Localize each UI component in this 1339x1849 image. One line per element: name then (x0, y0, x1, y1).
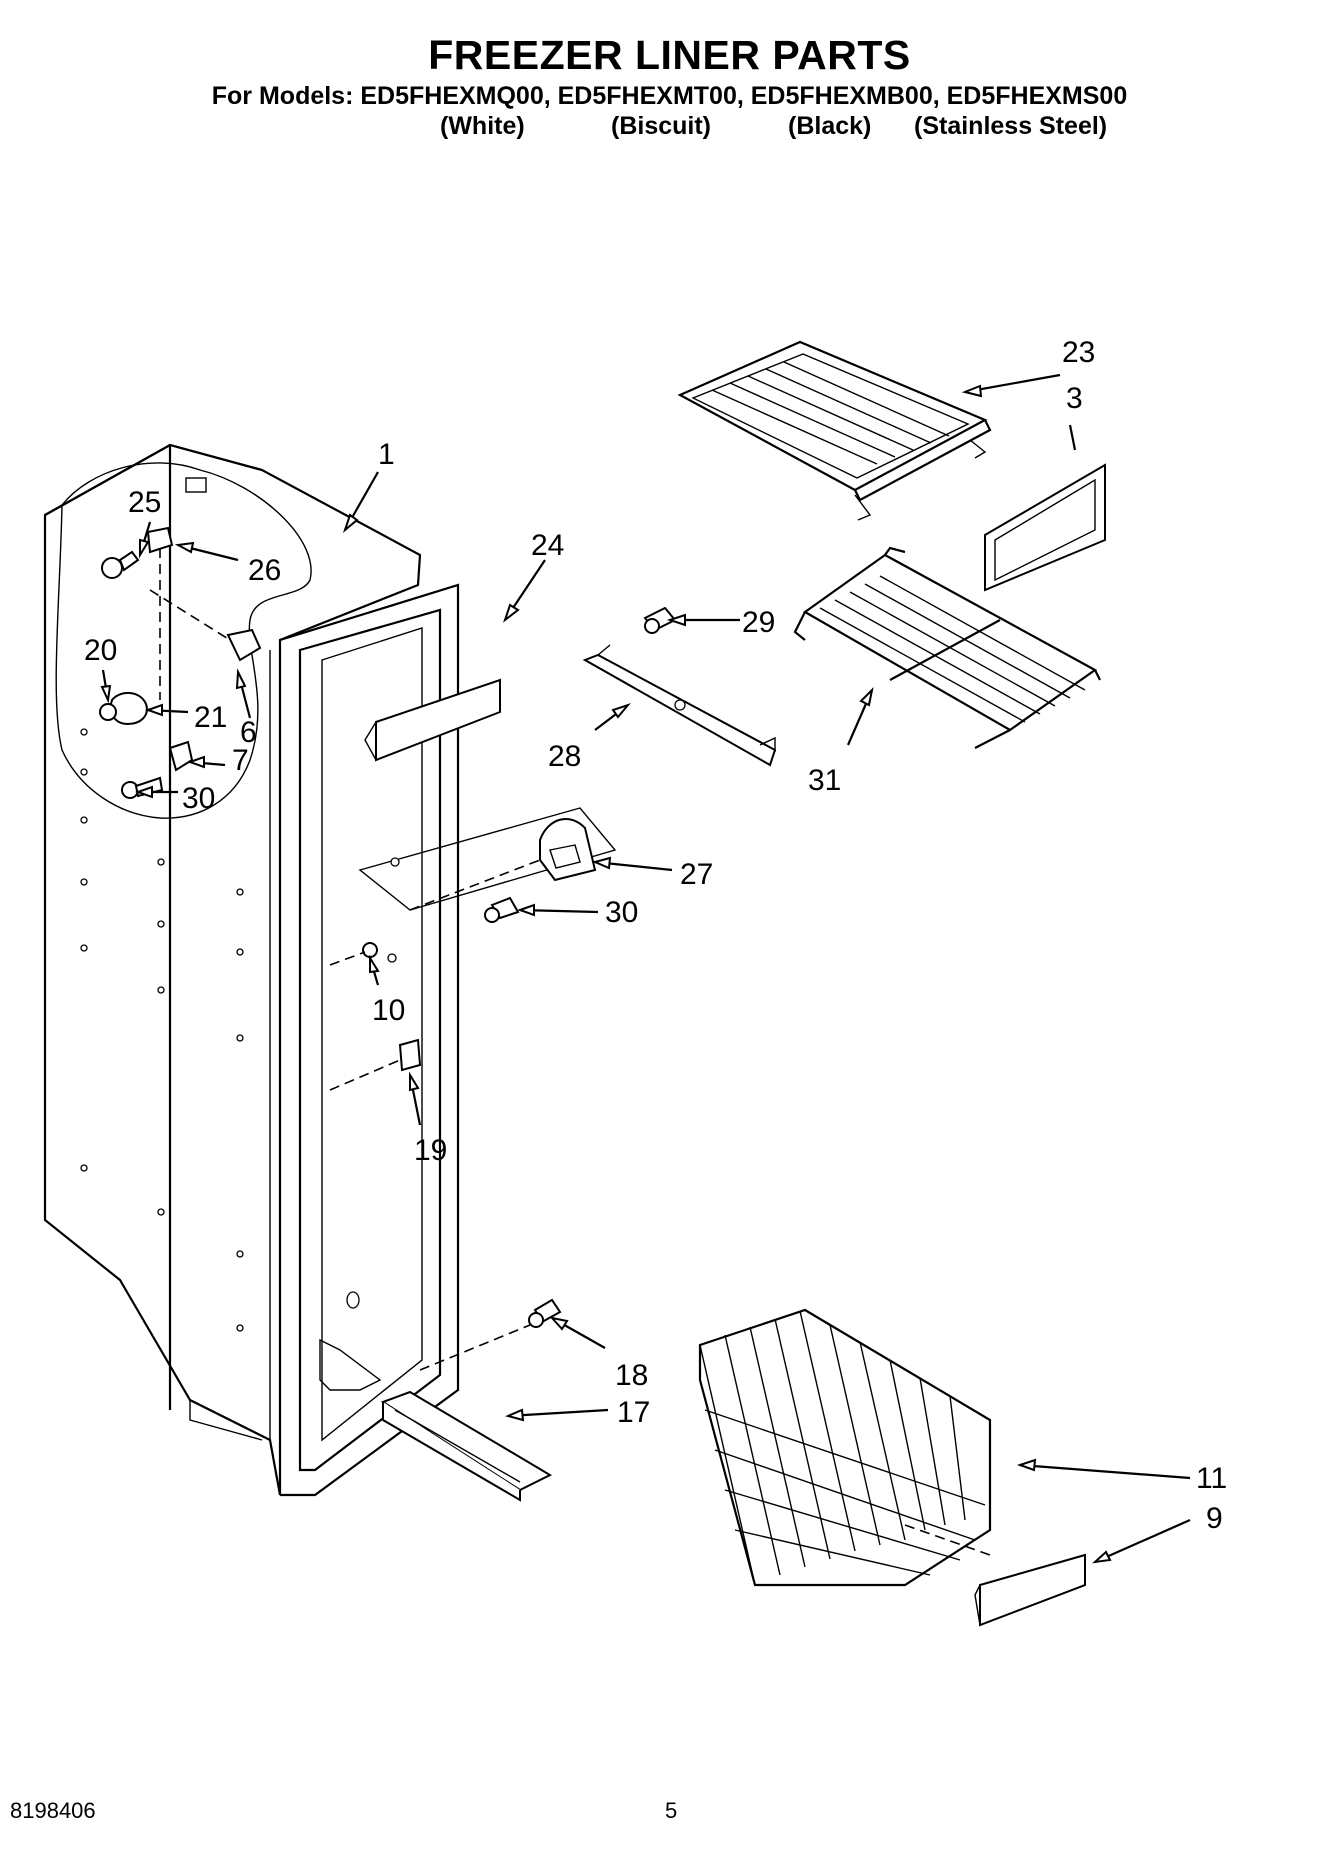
callout-29: 29 (742, 606, 775, 639)
document-number: 8198406 (10, 1798, 96, 1823)
shelf-trim-3 (984, 463, 1106, 592)
leader-lines (100, 373, 1191, 1564)
callout-17: 17 (617, 1396, 650, 1429)
variant-stainless-steel: (Stainless Steel) (914, 112, 1108, 140)
callout-25: 25 (128, 486, 161, 519)
freezer-liner (43, 443, 460, 1497)
variant-biscuit: (Biscuit) (611, 112, 711, 140)
page-number: 5 (665, 1798, 678, 1823)
model-list: For Models: ED5FHEXMQ00, ED5FHEXMT00, ED… (211, 82, 1128, 110)
callout-7: 7 (232, 744, 249, 777)
callout-10: 10 (372, 994, 405, 1027)
callout-1: 1 (378, 438, 395, 471)
callout-30-left: 30 (182, 782, 215, 815)
callout-31: 31 (808, 764, 841, 797)
callout-21: 21 (194, 701, 227, 734)
callout-18: 18 (615, 1359, 648, 1392)
switch-19 (329, 1038, 422, 1091)
top-shelf-23 (677, 340, 992, 521)
callout-labels: 1 23 3 24 25 26 29 20 21 6 7 30 28 31 27… (84, 336, 1227, 1535)
callout-26: 26 (248, 554, 281, 587)
control-panel-27 (358, 807, 617, 911)
screw-30-center (484, 896, 520, 923)
plug-10 (329, 942, 397, 966)
callout-20: 20 (84, 634, 117, 667)
callout-24: 24 (531, 529, 564, 562)
trim-strip-24 (364, 678, 501, 762)
callout-27: 27 (680, 858, 713, 891)
callout-3: 3 (1066, 382, 1083, 415)
wire-shelf-31 (793, 546, 1101, 749)
callout-30-center: 30 (605, 896, 638, 929)
variant-white: (White) (440, 112, 525, 140)
variant-black: (Black) (788, 112, 872, 140)
callout-23: 23 (1062, 336, 1095, 369)
callout-11: 11 (1196, 1462, 1227, 1495)
callout-19: 19 (414, 1134, 447, 1167)
callout-6: 6 (240, 716, 257, 749)
screw-18 (419, 1298, 562, 1371)
bottom-trim-17 (380, 1390, 553, 1502)
basket-trim-9 (974, 1553, 1086, 1627)
callout-9: 9 (1206, 1502, 1223, 1535)
page-title: FREEZER LINER PARTS (428, 32, 911, 78)
shelf-bracket-28 (582, 644, 777, 767)
screw-29 (643, 606, 677, 634)
wire-basket-11 (698, 1308, 992, 1587)
callout-28: 28 (548, 740, 581, 773)
